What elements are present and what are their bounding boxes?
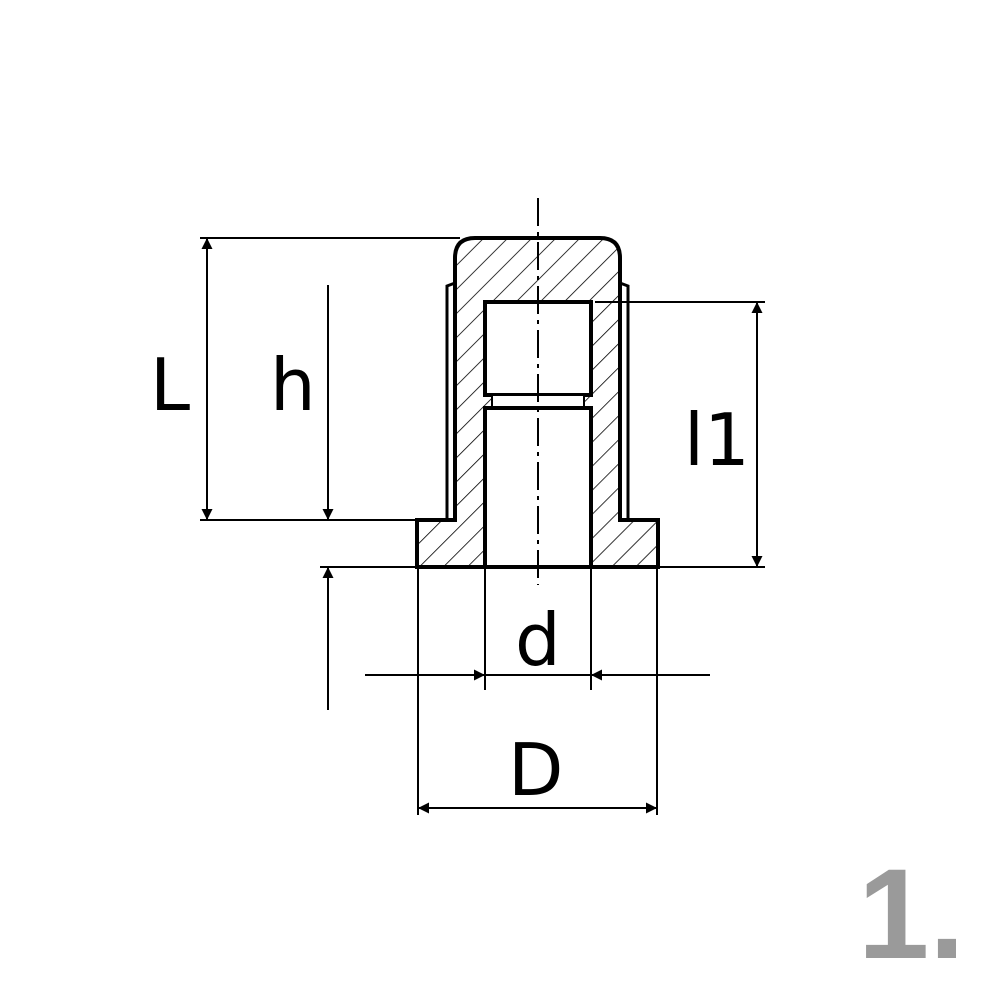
label-h: h xyxy=(270,343,316,427)
label-l1: l1 xyxy=(684,398,750,482)
label-d: d xyxy=(515,598,561,682)
figure-number: 1. xyxy=(858,843,965,986)
label-D: D xyxy=(508,728,563,812)
label-L: L xyxy=(150,343,190,427)
sleeve-outline xyxy=(445,281,630,520)
extension-lines xyxy=(200,237,765,815)
